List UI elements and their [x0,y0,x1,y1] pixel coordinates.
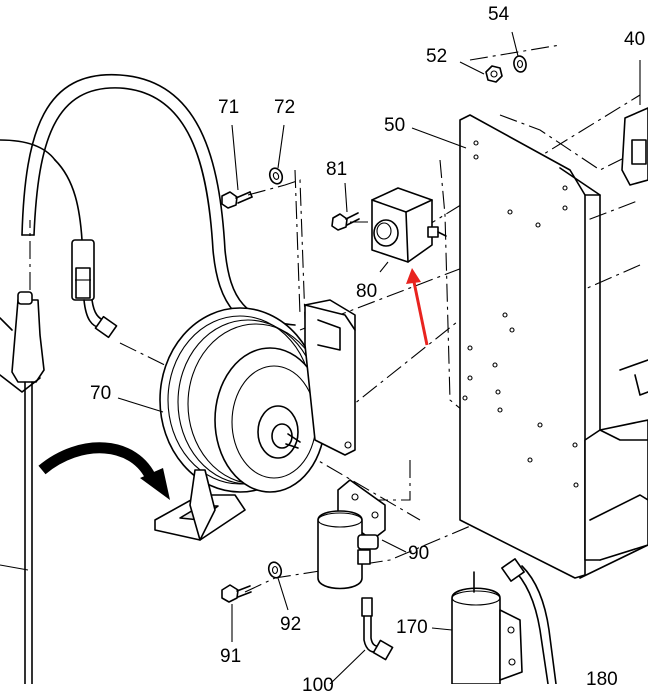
callout-50: 50 [384,115,406,136]
hose-assembly [21,74,296,339]
leader-70 [117,397,164,413]
screw-81 [331,182,360,231]
hose-reel [154,299,356,541]
callout-92: 92 [280,614,302,635]
hose-180 [501,558,557,684]
plate-holes [462,140,579,488]
screw-71 [221,124,253,209]
switch-box-80 [371,187,447,273]
callout-170: 170 [396,617,428,638]
callout-91: 91 [220,646,242,667]
nut-52 [459,61,503,83]
callout-72: 72 [274,97,296,118]
callout-54: 54 [488,4,510,25]
red-pointer-arrow [406,268,429,346]
hose-fitting-100 [329,597,394,684]
mounting-plate-50 [459,114,648,579]
part-40-cutoff [619,60,648,396]
curved-direction-arrow [38,442,170,500]
callout-71: 71 [218,97,240,118]
washer-72 [268,124,285,185]
canister-170 [431,571,523,684]
callout-70: 70 [90,383,112,404]
callout-40: 40 [624,29,646,50]
filter-90 [317,479,407,590]
callout-90: 90 [408,543,430,564]
callout-81: 81 [326,159,348,180]
leader-50 [411,127,467,149]
callout-52: 52 [426,46,448,67]
washer-54 [511,31,527,73]
callout-80: 80 [356,281,378,302]
screw-91 [221,584,252,642]
left-hose-bracket [0,139,56,684]
washer-92 [267,561,289,611]
